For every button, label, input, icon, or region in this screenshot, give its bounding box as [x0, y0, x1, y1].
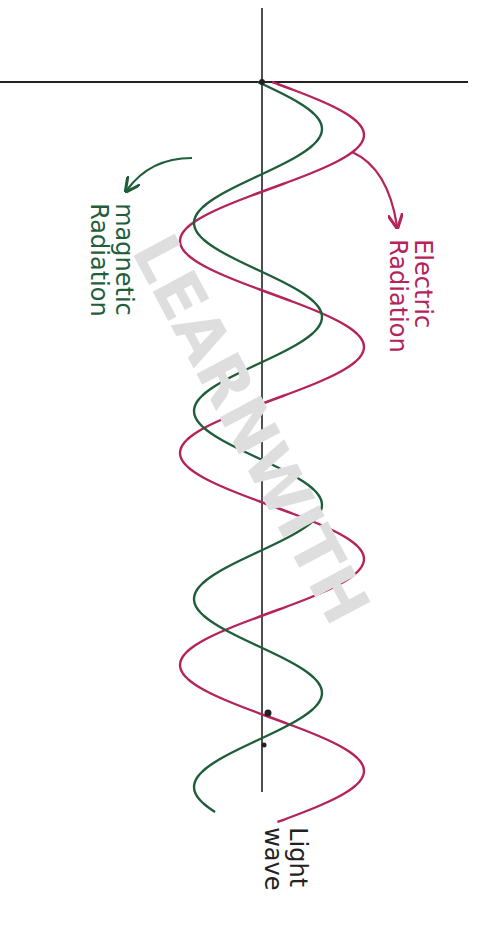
- axis-dot: [265, 710, 272, 717]
- leader-arrow: [352, 152, 397, 226]
- axis-dot: [262, 743, 267, 748]
- leader-arrow: [127, 158, 192, 190]
- axis-label: Light wave: [259, 824, 311, 922]
- axis-dot: [259, 79, 265, 85]
- horizontal-axis: [0, 81, 468, 83]
- wave-label: Electric Radiation: [384, 236, 436, 376]
